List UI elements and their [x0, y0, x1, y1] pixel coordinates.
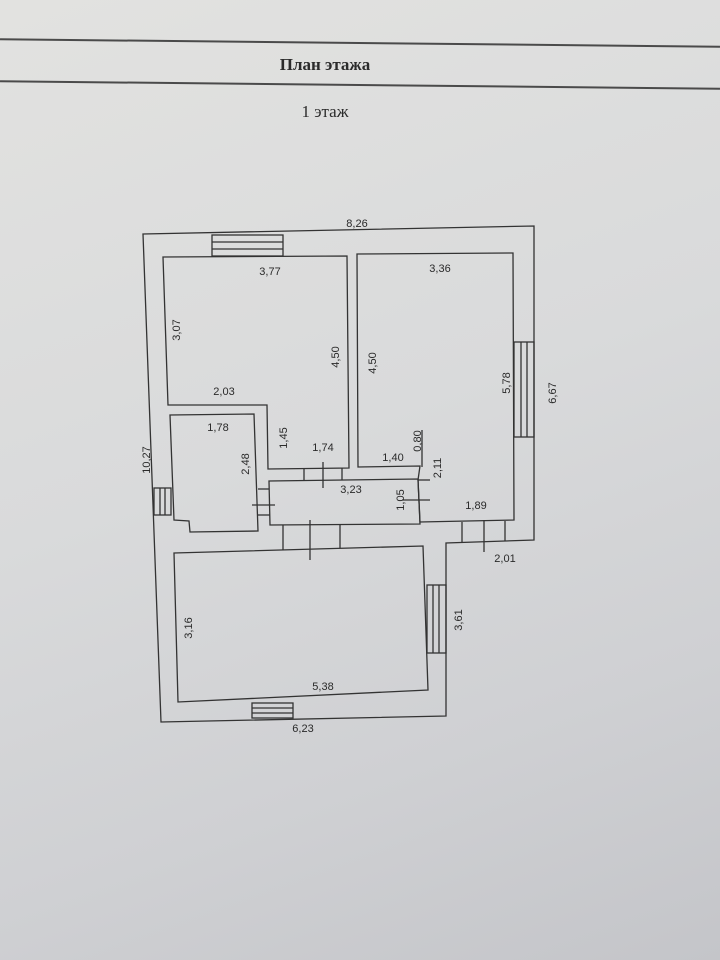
- dim-label: 1,89: [465, 500, 486, 512]
- dim-label: 3,36: [429, 263, 450, 275]
- outer-wall: [142, 225, 535, 723]
- page-title: План этажа: [279, 55, 371, 74]
- room-corridor: [268, 478, 421, 526]
- dim-label: 3,07: [171, 319, 183, 340]
- dim-label: 2,03: [213, 386, 234, 398]
- dim-label: 3,77: [259, 266, 280, 278]
- dim-label: 1,78: [207, 422, 228, 434]
- window-top: [211, 234, 284, 257]
- room-bedroom-2: [356, 252, 515, 523]
- dim-label: 3,61: [453, 609, 465, 630]
- dim-label: 2,48: [240, 453, 252, 474]
- dim-label: 1,40: [382, 452, 403, 464]
- dim-label: 3,16: [183, 617, 195, 638]
- window-living-right: [426, 584, 447, 654]
- dim-label: 1,45: [278, 427, 290, 448]
- dim-label: 4,50: [330, 346, 342, 367]
- dim-label: 1,74: [312, 442, 333, 454]
- room-bedroom-1: [162, 255, 350, 470]
- room-bathroom: [169, 413, 259, 533]
- dimension-labels: 8,26 3,77 3,36 3,07 4,50 4,50 5,78 6,67 …: [141, 218, 559, 735]
- floor-label: 1 этаж: [301, 102, 349, 121]
- dim-label: 2,11: [432, 458, 444, 479]
- dim-label: 5,78: [501, 372, 513, 393]
- window-bottom: [251, 702, 294, 719]
- dim-label: 6,67: [547, 382, 559, 403]
- dim-label: 4,50: [367, 352, 379, 373]
- dim-label: 0,80: [412, 430, 424, 451]
- dim-label: 1,05: [395, 489, 407, 510]
- door-marks: [252, 462, 506, 560]
- dim-label: 10,27: [141, 446, 153, 474]
- window-right: [513, 341, 535, 438]
- dim-label: 8,26: [346, 218, 367, 230]
- room-living: [173, 545, 429, 703]
- window-left: [153, 487, 172, 516]
- dim-label: 3,23: [340, 484, 361, 496]
- dim-label: 5,38: [312, 681, 333, 693]
- dim-label: 2,01: [494, 553, 515, 565]
- dim-label: 6,23: [292, 723, 313, 735]
